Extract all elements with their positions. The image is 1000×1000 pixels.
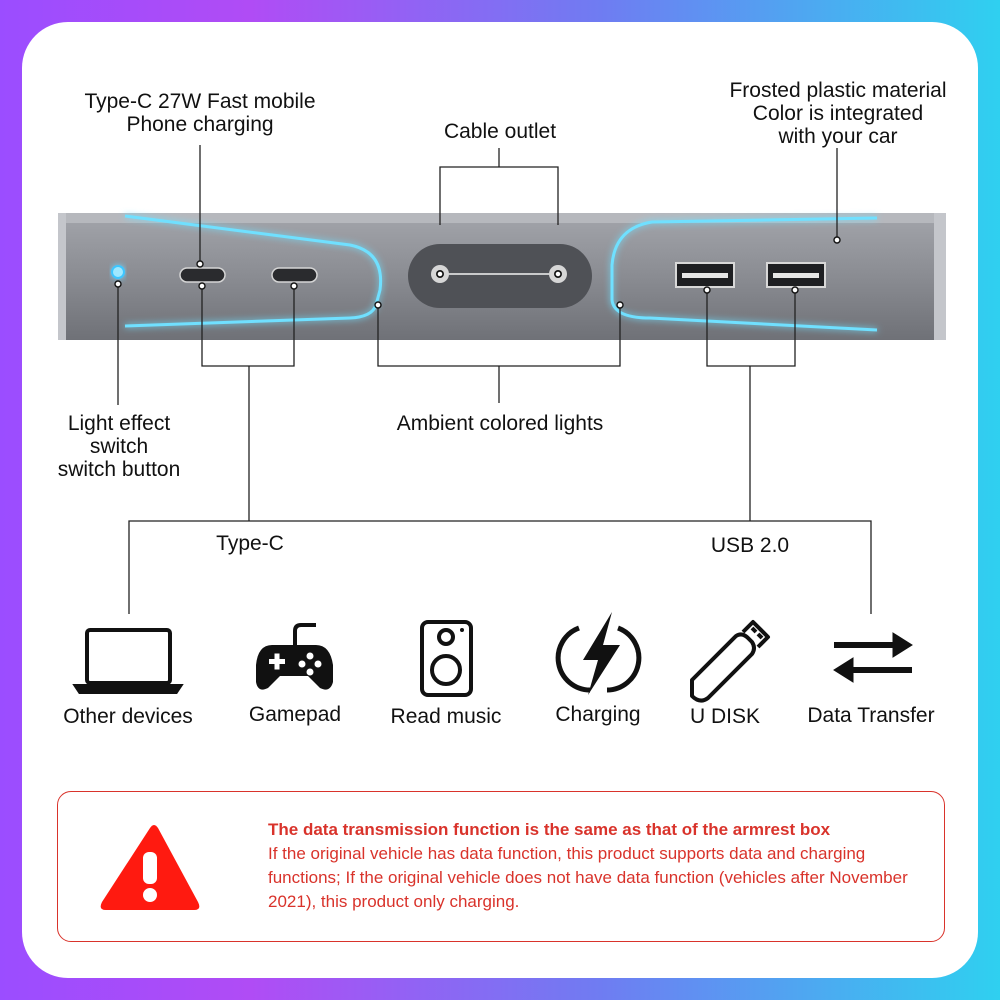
speaker-icon	[420, 620, 473, 697]
light-switch-label: Light effect switch switch button	[57, 412, 181, 481]
ambient-light-left	[124, 214, 383, 328]
warning-icon	[100, 825, 200, 910]
typec-label: Type-C	[216, 532, 284, 555]
typec-fast-charging-label: Type-C 27W Fast mobile Phone charging	[84, 90, 316, 136]
cable-outlet-label: Cable outlet	[443, 120, 557, 143]
notice-text: The data transmission function is the sa…	[268, 818, 928, 914]
notice-box	[57, 791, 945, 942]
gamepad-icon	[256, 623, 333, 690]
callout-dots	[114, 236, 841, 309]
icon-label-charging: Charging	[555, 703, 641, 726]
usb-label: USB 2.0	[710, 534, 790, 557]
icon-label-other-devices: Other devices	[63, 705, 193, 728]
ambient-light-right	[610, 216, 878, 332]
ambient-lights-label: Ambient colored lights	[396, 412, 604, 435]
notice-heading: The data transmission function is the sa…	[268, 820, 831, 839]
callout-lines	[117, 145, 872, 614]
icon-label-gamepad: Gamepad	[248, 703, 342, 726]
light-switch-button	[111, 265, 125, 279]
icon-label-data-transfer: Data Transfer	[807, 704, 935, 727]
lightning-icon	[555, 612, 642, 695]
frosted-material-label: Frosted plastic material Color is integr…	[729, 79, 947, 148]
usb-port-2	[766, 262, 826, 288]
usb-drive-icon	[690, 620, 770, 703]
icon-label-u-disk: U DISK	[689, 705, 760, 728]
notice-body: If the original vehicle has data functio…	[268, 844, 908, 911]
typec-port-1	[179, 267, 226, 283]
icon-label-read-music: Read music	[390, 705, 502, 728]
typec-port-2	[271, 267, 318, 283]
transfer-arrows-icon	[833, 632, 913, 683]
usb-port-1	[675, 262, 735, 288]
laptop-icon	[72, 628, 184, 694]
